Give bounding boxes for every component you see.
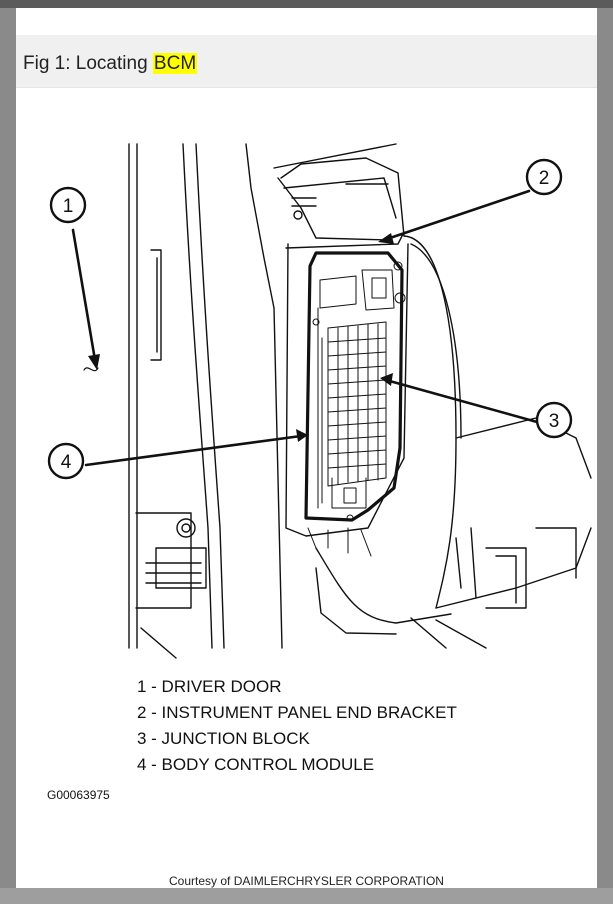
legend-item-driver-door: 1 - DRIVER DOOR: [137, 677, 282, 696]
legend-item-panel-bracket: 2 - INSTRUMENT PANEL END BRACKET: [137, 703, 457, 722]
document-page: Fig 1: Locating BCM: [16, 8, 597, 888]
figure-title: Fig 1: Locating BCM: [23, 53, 198, 75]
legend-item-junction-block: 3 - JUNCTION BLOCK: [137, 729, 310, 748]
bcm-outline: [304, 251, 404, 522]
arrowheads: [88, 233, 394, 442]
callout-4: 4: [47, 442, 85, 480]
callout-1-label: 1: [63, 196, 74, 217]
callout-2: 2: [525, 158, 563, 196]
legend-item-bcm: 4 - BODY CONTROL MODULE: [137, 755, 375, 774]
callout-4-label: 4: [61, 452, 72, 473]
junction-block-drawing: [307, 261, 406, 557]
instrument-panel-drawing: [245, 143, 592, 649]
figure-title-prefix: Fig 1: Locating: [23, 53, 153, 74]
window-top-bar: [0, 0, 613, 8]
figure-code: G00063975: [47, 788, 110, 802]
callout-3-label: 3: [549, 411, 560, 432]
callout-3: 3: [535, 401, 573, 439]
courtesy-credit: Courtesy of DAIMLERCHRYSLER CORPORATION: [169, 874, 444, 888]
figure-header: Fig 1: Locating BCM: [16, 35, 597, 88]
callout-1: 1: [49, 186, 87, 224]
callout-2-label: 2: [539, 168, 550, 189]
figure-title-highlight: BCM: [152, 53, 198, 74]
driver-door-drawing: [128, 143, 225, 659]
bcm-location-diagram: 1 2 3 4: [47, 143, 592, 659]
window-bottom-bar: [0, 888, 613, 904]
callout-arrows: [71, 189, 539, 467]
legend: 1 - DRIVER DOOR 2 - INSTRUMENT PANEL END…: [137, 674, 457, 778]
